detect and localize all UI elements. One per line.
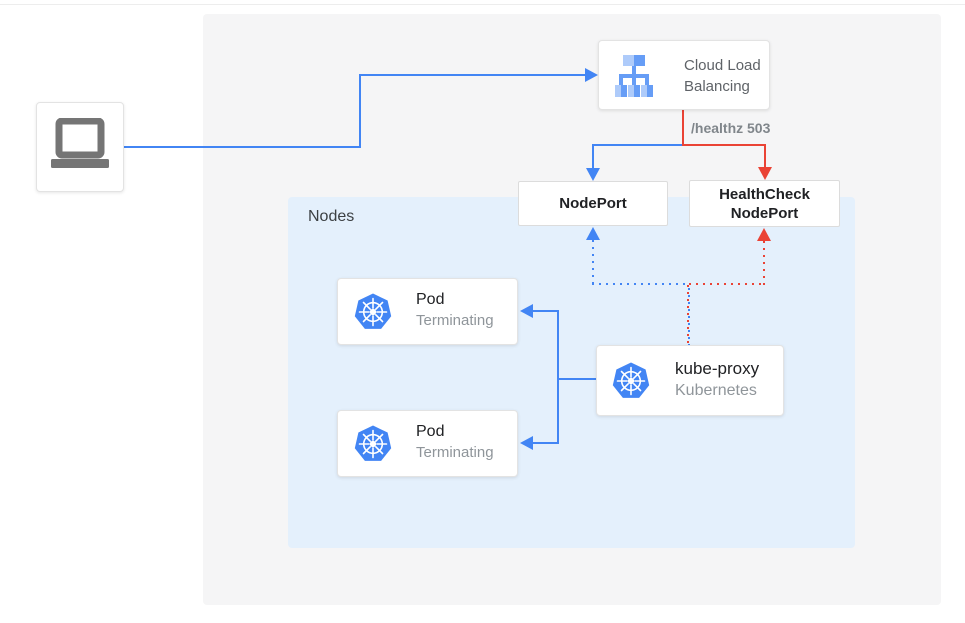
kubeproxy-dotted-stem-blue [688, 285, 690, 345]
load-balancer-icon [612, 54, 656, 103]
kubeproxy-to-pod2-arrowhead [520, 436, 533, 450]
kubeproxy-to-pod1-h [532, 310, 559, 312]
pod-2-status: Terminating [416, 444, 494, 461]
pod-1-node: Pod Terminating [337, 278, 518, 345]
top-divider [0, 4, 965, 5]
kubeproxy-to-pods-stem [557, 378, 596, 380]
cloud-load-balancing-node: Cloud Load Balancing [598, 40, 770, 110]
lb-to-nodeport-line-v [592, 144, 594, 170]
client-to-lb-line-v [359, 74, 361, 148]
kubeproxy-to-healthcheck-arrowhead [757, 228, 771, 241]
kubeproxy-to-nodeport-dotted-v [592, 240, 594, 285]
pod-2-title: Pod [416, 423, 445, 440]
kube-proxy-node: kube-proxy Kubernetes [596, 345, 784, 416]
lb-healthcheck-line-v1 [682, 109, 684, 146]
kubeproxy-to-healthcheck-dotted-v [763, 241, 765, 285]
client-to-lb-arrowhead [585, 68, 598, 82]
kubeproxy-to-pods-v [557, 310, 559, 444]
laptop-icon [48, 117, 112, 177]
kubeproxy-to-pod1-arrowhead [520, 304, 533, 318]
lb-healthcheck-line-v2 [764, 144, 766, 169]
pod-1-status: Terminating [416, 312, 494, 329]
nodeport-label: NodePort [559, 195, 627, 212]
pod-1-title: Pod [416, 291, 445, 308]
healthz-503-label: /healthz 503 [691, 120, 771, 136]
pod-2-node: Pod Terminating [337, 410, 518, 477]
lb-to-nodeport-line-h [592, 144, 683, 146]
kube-proxy-title: kube-proxy [675, 359, 760, 378]
lb-to-nodeport-arrowhead [586, 168, 600, 181]
kube-proxy-subtitle: Kubernetes [675, 382, 757, 399]
client-to-lb-line-h2 [359, 74, 586, 76]
kubeproxy-dotted-h-red [689, 283, 766, 285]
lb-healthcheck-arrowhead [758, 167, 772, 180]
nodeport-node: NodePort [518, 181, 668, 226]
client-to-lb-line-h1 [124, 146, 361, 148]
kubernetes-icon [353, 424, 393, 469]
lb-healthcheck-line-h [682, 144, 766, 146]
kubeproxy-to-nodeport-arrowhead [586, 227, 600, 240]
healthcheck-nodeport-node: HealthCheck NodePort [689, 180, 840, 227]
kubeproxy-dotted-h-blue [592, 283, 689, 285]
kubernetes-icon [353, 292, 393, 337]
healthcheck-nodeport-label: HealthCheck NodePort [719, 185, 810, 222]
kubeproxy-to-pod2-h [532, 442, 559, 444]
cloud-load-balancing-label: Cloud Load Balancing [684, 57, 761, 95]
nodes-group-label: Nodes [308, 208, 355, 225]
kubernetes-icon [611, 361, 651, 406]
client-node [36, 102, 124, 192]
